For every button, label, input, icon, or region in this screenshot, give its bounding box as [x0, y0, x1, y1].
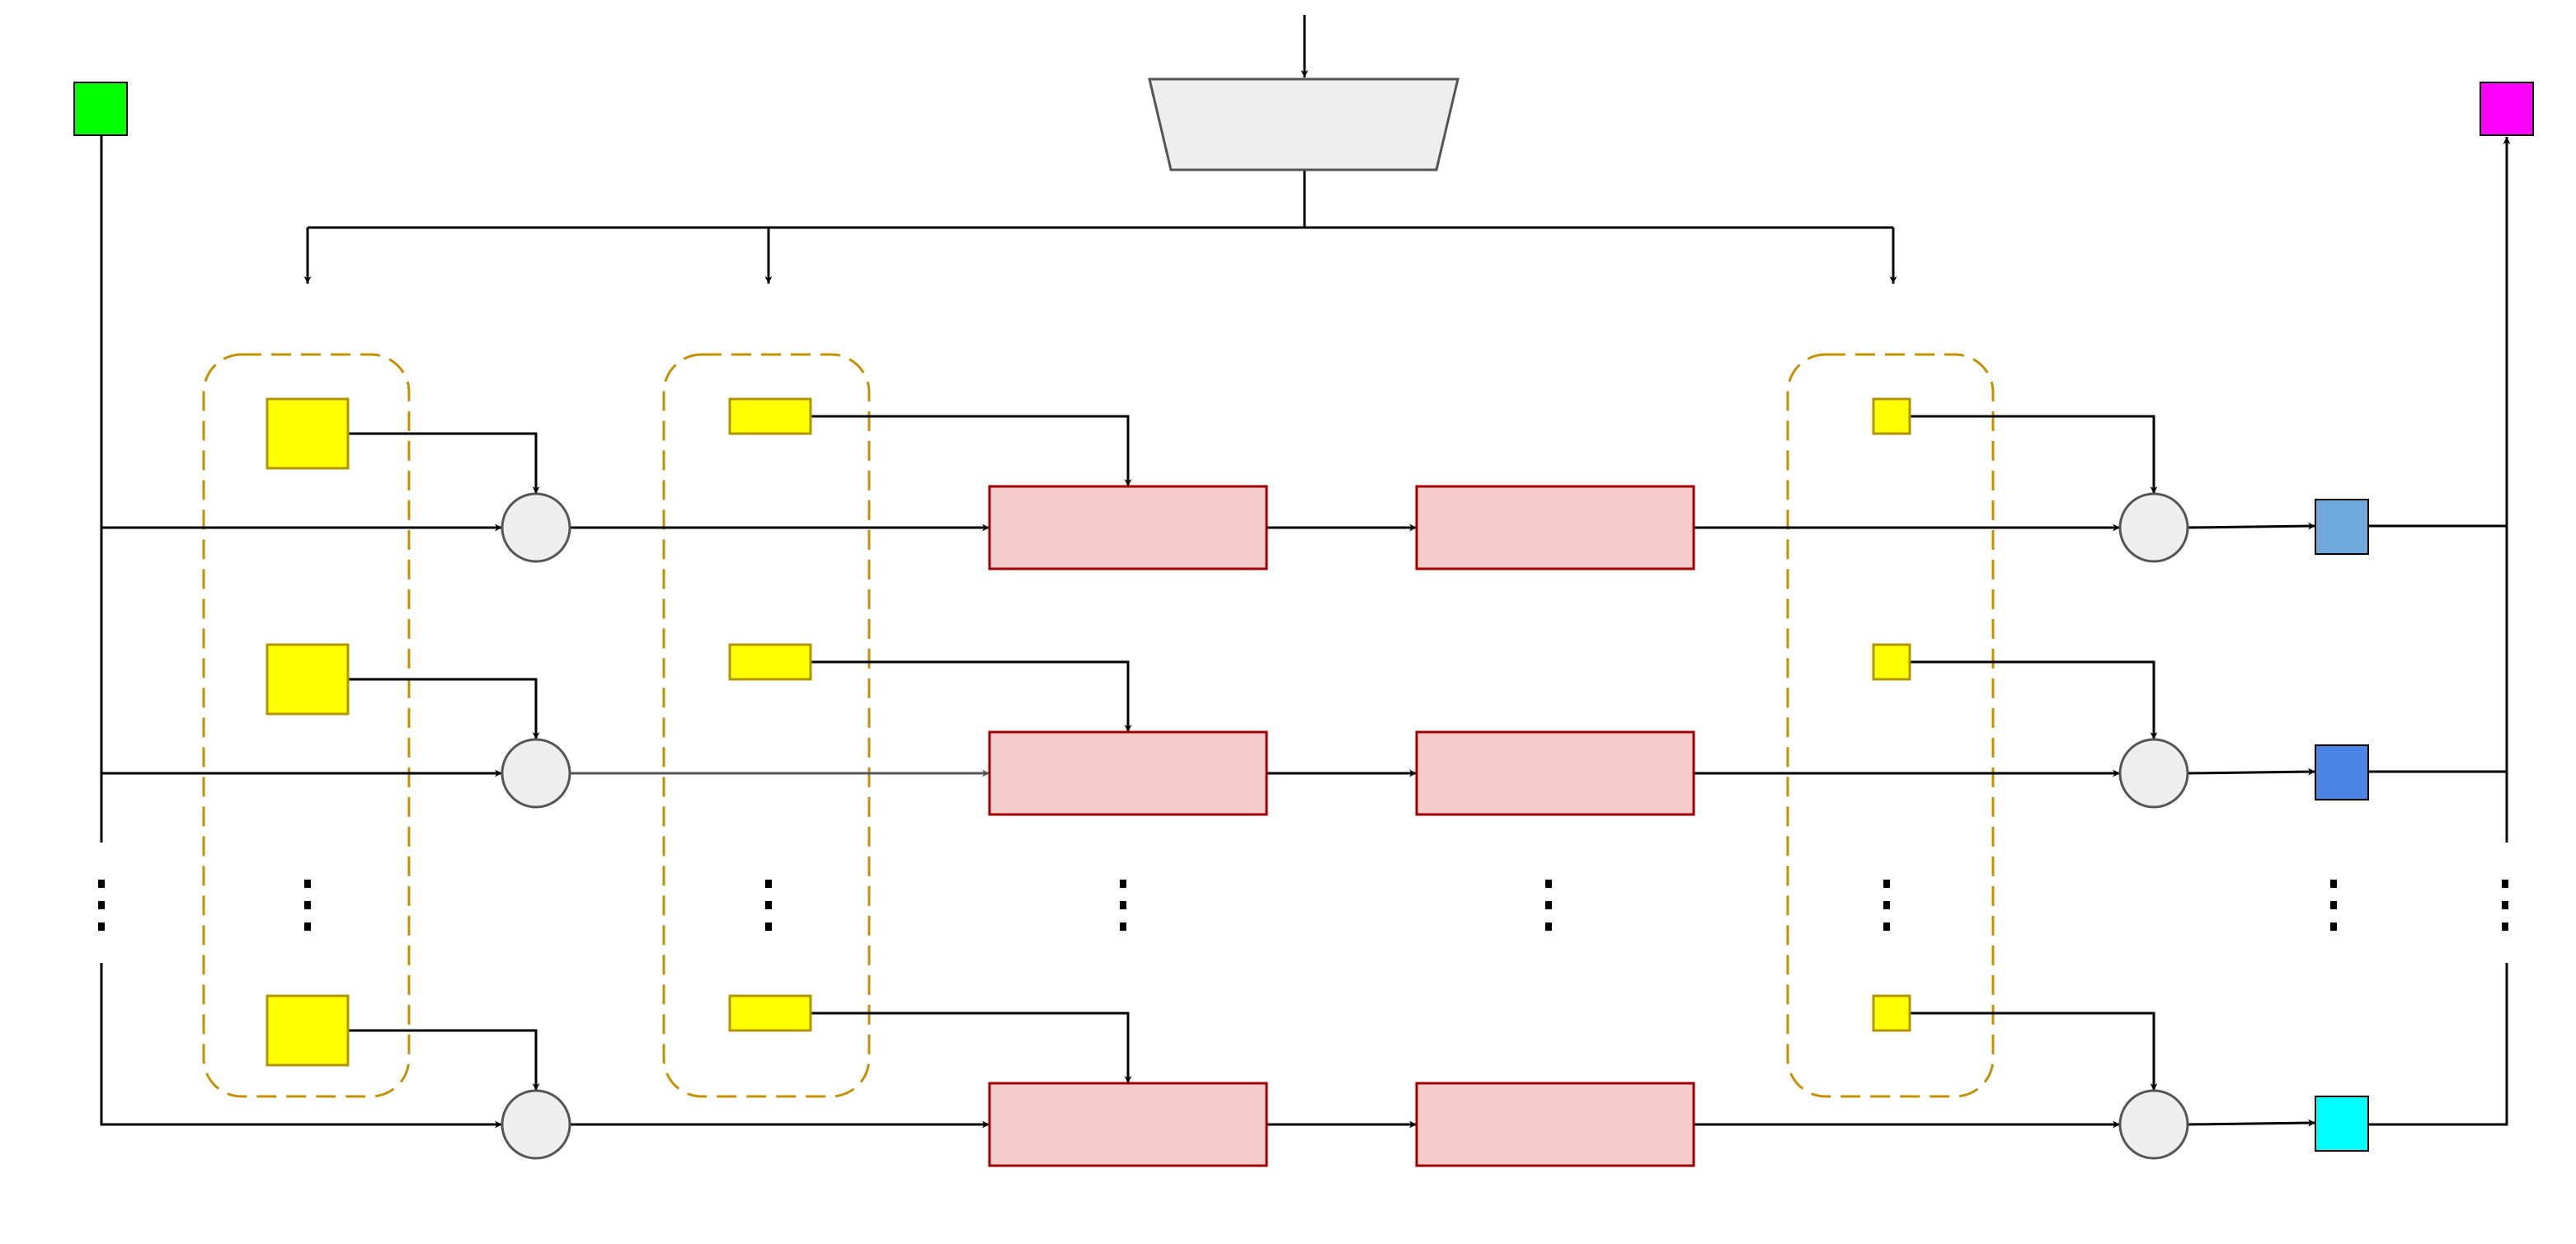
ellipsis-dot-2 — [1120, 901, 1126, 909]
param-groups — [202, 353, 1995, 1098]
magenta-square-icon — [2480, 82, 2534, 136]
ellipsis-dot-1 — [2502, 880, 2508, 888]
yellow-square-icon — [1872, 397, 1911, 435]
ellipsis-dot-2 — [98, 901, 105, 909]
vertical-ellipsis-icon-6 — [1883, 880, 1890, 931]
vertical-ellipsis-icon-3 — [765, 880, 772, 931]
ellipsis-dot-3 — [1545, 922, 1552, 931]
yellow-square-icon — [1872, 994, 1911, 1032]
yellow-square-icon — [266, 397, 350, 470]
ellipsis-dot-1 — [304, 880, 311, 888]
circle-node-icon — [501, 492, 571, 563]
ellipsis-dot-2 — [2502, 901, 2508, 909]
vertical-ellipsis-icon-1 — [98, 880, 105, 931]
ellipsis-dot-2 — [1883, 901, 1890, 909]
pink-rectangle-icon — [1415, 730, 1695, 816]
yellow-square-icon — [266, 994, 350, 1067]
ellipsis-dot-3 — [304, 922, 311, 931]
shapes — [73, 77, 2534, 1167]
ellipsis-dot-1 — [2330, 880, 2337, 888]
ellipsis-dot-3 — [1883, 922, 1890, 931]
row-2-param-2-wire — [811, 660, 1132, 732]
ellipsis-dot-2 — [765, 901, 772, 909]
ellipsis-dot-1 — [1883, 880, 1890, 888]
vertical-ellipsis-icon-7 — [2330, 880, 2337, 931]
circle-node-icon — [501, 1089, 571, 1160]
ellipsis-dot-3 — [2502, 922, 2508, 931]
yellow-square-icon — [1872, 643, 1911, 681]
row-1-node-to-out-wire — [2187, 522, 2316, 530]
green-square-icon — [73, 82, 128, 136]
ellipses — [98, 880, 2508, 931]
vertical-ellipsis-icon-2 — [304, 880, 311, 931]
pink-rectangle-icon — [988, 730, 1268, 816]
vertical-ellipsis-icon-8 — [2502, 880, 2508, 931]
ellipsis-dot-3 — [765, 922, 772, 931]
yellow-square-icon — [728, 643, 812, 681]
circle-node-icon — [2118, 1089, 2189, 1160]
row-3-param-3-wire — [1910, 1012, 2158, 1091]
circle-node-icon — [2118, 738, 2189, 809]
blue-square-icon — [2315, 744, 2369, 800]
vertical-ellipsis-icon-5 — [1545, 880, 1552, 931]
row-2-param-3-wire — [1910, 660, 2158, 739]
ellipsis-dot-3 — [2330, 922, 2337, 931]
ellipsis-dot-1 — [1545, 880, 1552, 888]
param-group-3 — [1786, 353, 1995, 1098]
row-3-node-to-out-wire — [2187, 1119, 2316, 1127]
wires — [100, 15, 2511, 1129]
left-bus-lower — [100, 963, 502, 1129]
trapezoid-icon — [1148, 77, 1460, 171]
ellipsis-dot-3 — [98, 922, 105, 931]
circle-node-icon — [2118, 492, 2189, 563]
ellipsis-dot-1 — [765, 880, 772, 888]
row-2-node-to-out-wire — [2187, 768, 2316, 776]
row-2-param-1-wire — [348, 678, 540, 739]
ellipsis-dot-3 — [1120, 922, 1126, 931]
ellipsis-dot-2 — [2330, 901, 2337, 909]
row-3-param-1-wire — [348, 1029, 540, 1091]
right-bus-lower — [2368, 963, 2508, 1126]
pink-rectangle-icon — [988, 1082, 1268, 1167]
row-1-param-3-wire — [1910, 415, 2158, 494]
yellow-square-icon — [266, 643, 350, 716]
row-3-param-2-wire — [811, 1012, 1132, 1083]
ellipsis-dot-2 — [1545, 901, 1552, 909]
ellipsis-dot-1 — [1120, 880, 1126, 888]
vertical-ellipsis-icon-4 — [1120, 880, 1126, 931]
ellipsis-dot-2 — [304, 901, 311, 909]
pink-rectangle-icon — [988, 485, 1268, 570]
row-1-param-2-wire — [811, 415, 1132, 486]
param-group-1 — [202, 353, 411, 1098]
yellow-square-icon — [728, 397, 812, 435]
ellipsis-dot-1 — [98, 880, 105, 888]
row-1-param-1-wire — [348, 432, 540, 494]
param-group-2 — [662, 353, 871, 1098]
blue-square-icon — [2315, 499, 2369, 555]
circle-node-icon — [501, 738, 571, 809]
yellow-square-icon — [728, 994, 812, 1032]
pink-rectangle-icon — [1415, 485, 1695, 570]
blue-square-icon — [2315, 1096, 2369, 1152]
pink-rectangle-icon — [1415, 1082, 1695, 1167]
